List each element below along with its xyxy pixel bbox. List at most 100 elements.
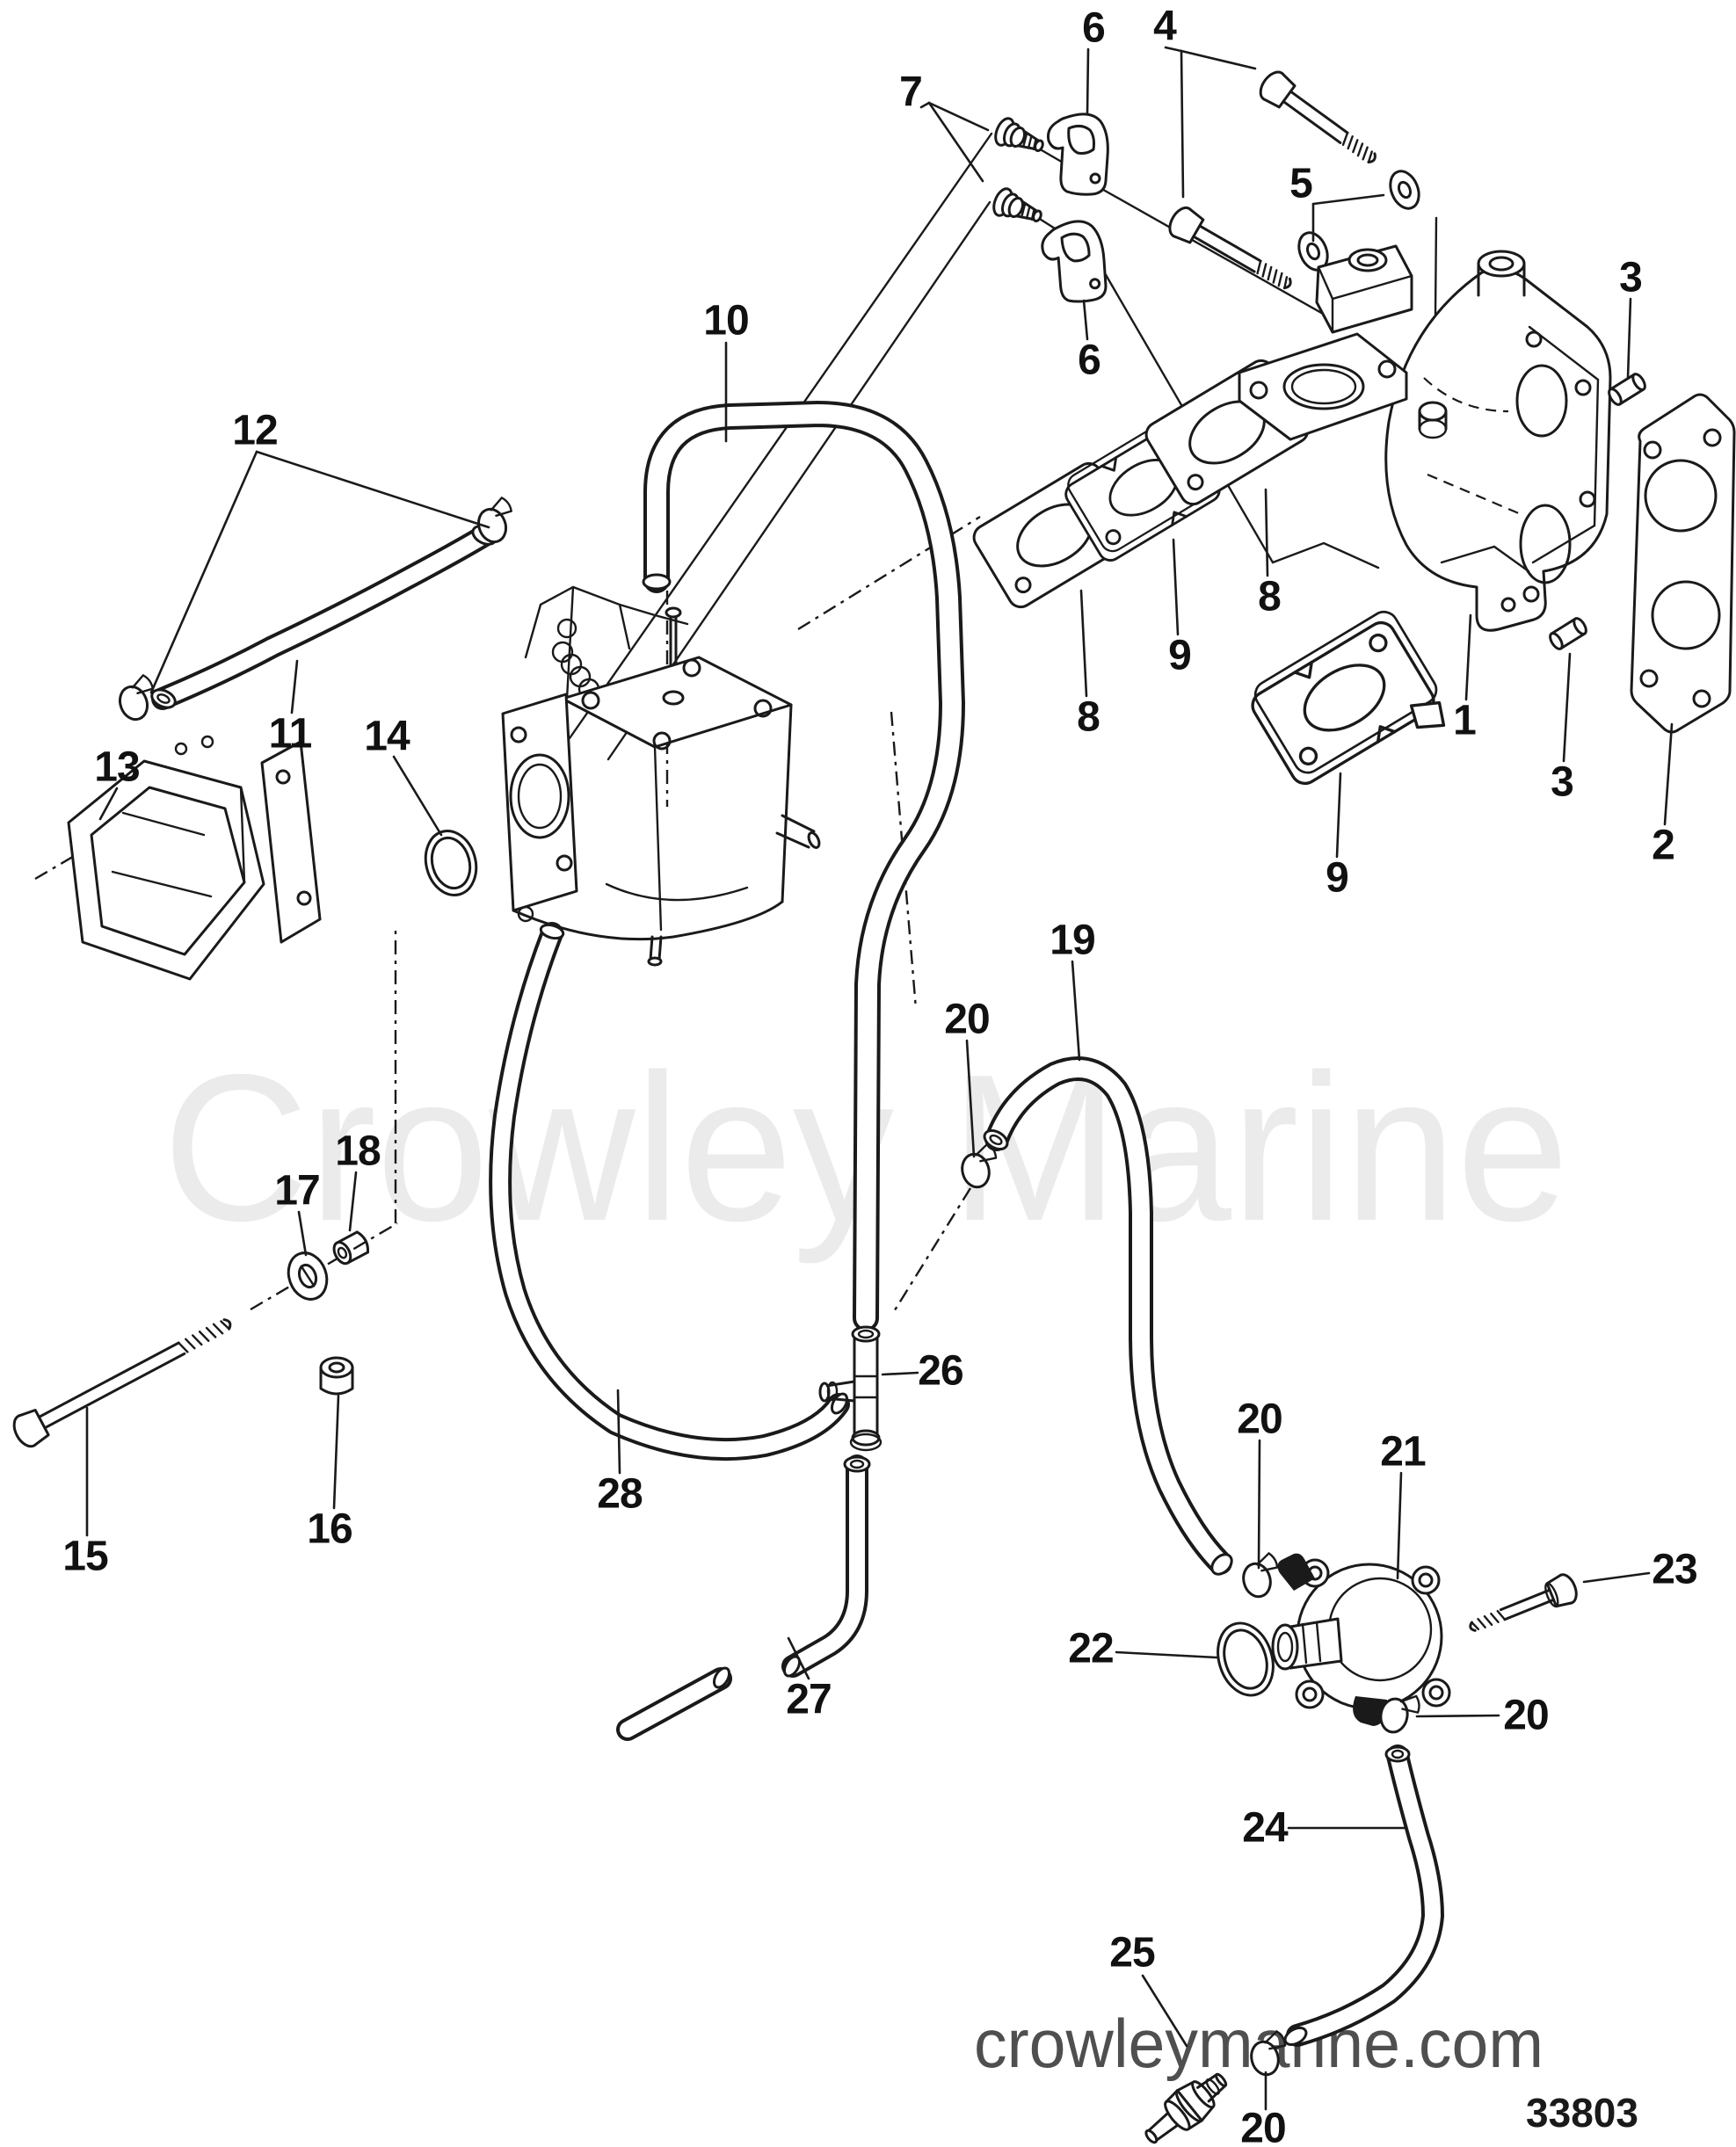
callout-number: 22 [1068,1626,1113,1672]
callout-number: 19 [1050,918,1094,964]
callout-number: 3 [1619,255,1642,301]
dowel-pin-3a [1608,373,1646,406]
callout-6: 6 [1078,299,1101,384]
callout-leader [1464,613,1472,701]
callout-20: 20 [1415,1693,1550,1739]
callout-number: 1 [1453,698,1476,744]
callout-24: 24 [1242,1805,1408,1852]
pump-bolt-23 [1469,1573,1578,1632]
tee-fitting-26 [818,1325,883,1452]
callout-leader [1115,1650,1218,1659]
callout-number: 18 [335,1128,381,1175]
callout-14: 14 [364,714,443,837]
callout-16: 16 [307,1394,353,1553]
callout-number: 3 [1551,759,1573,806]
hose-clip-6b [1041,220,1108,303]
callout-28: 28 [597,1389,643,1518]
callout-9: 9 [1168,538,1192,679]
callout-leader [1082,299,1089,341]
intake-manifold [1238,244,1612,632]
callout-8: 8 [1077,589,1100,741]
callout-19: 19 [1050,918,1096,1062]
callout-4: 4 [1153,4,1257,199]
hose-clamp-20c [1379,1694,1420,1734]
manifold-gasket-2 [1630,393,1736,734]
callout-number: 9 [1326,855,1348,902]
callout-22: 22 [1068,1626,1218,1672]
callout-25: 25 [1109,1930,1188,2048]
callout-leader [332,1394,340,1510]
callout-number: 9 [1168,633,1191,679]
fuel-hose-11 [150,525,498,710]
callout-layer: 1233456678899101112131415161718192020202… [62,4,1698,2147]
callout-number: 8 [1077,694,1100,741]
callout-leader [290,659,299,714]
hose-clamp-20a [961,1142,998,1189]
mount-bolt-15 [12,1318,232,1448]
callout-number: 23 [1652,1547,1696,1593]
callout-leader [1180,49,1257,70]
callout-11: 11 [269,659,313,758]
callout-leader [1257,1439,1261,1570]
callout-leader [965,1039,976,1158]
callout-27: 27 [786,1636,832,1723]
callout-6: 6 [1082,5,1106,116]
callout-number: 2 [1652,823,1674,869]
callout-leader [1180,49,1185,199]
spacer-18 [332,1230,369,1266]
callout-leader [1582,1571,1651,1584]
callout-leader [1264,488,1269,577]
washer-17 [287,1251,329,1301]
vent-hose-10 [642,401,965,1331]
callout-leader [1335,772,1342,859]
hose-clamp-20b [1242,1552,1279,1599]
callout-23: 23 [1582,1547,1698,1593]
callout-1: 1 [1453,613,1477,744]
callout-number: 20 [944,997,989,1043]
bolt-4b [1168,206,1292,290]
callout-number: 4 [1153,4,1177,50]
callout-number: 10 [703,298,748,345]
callout-number: 11 [269,711,312,758]
bolt-4a [1259,70,1376,164]
callout-leader [1086,47,1090,116]
callout-3: 3 [1619,255,1643,380]
hose-clip-6a [1047,112,1109,196]
callout-leader [297,1210,308,1257]
callout-number: 8 [1258,574,1281,620]
fuel-hose-24 [1283,1744,1444,2047]
callout-number: 16 [307,1506,352,1553]
callout-number: 13 [94,744,139,791]
dowel-pin-3b [1549,617,1587,650]
callout-leader [616,1389,621,1475]
callout-leader [1415,1714,1500,1718]
callout-10: 10 [703,298,750,443]
callout-leader [149,450,258,694]
callout-number: 17 [274,1168,319,1215]
callout-number: 27 [786,1677,831,1723]
callout-leader [392,755,443,837]
callout-leader [1663,722,1674,826]
callout-20: 20 [944,997,991,1158]
callout-20: 20 [1237,1396,1283,1570]
drain-hose-27 [616,1454,871,1741]
callout-leader [1164,46,1183,53]
callout-number: 6 [1078,337,1100,384]
callout-leader [255,450,490,529]
hose-clamp-12b [476,497,512,544]
fitting-7b [992,187,1042,222]
callout-number: 26 [918,1348,962,1395]
fitting-7a [994,117,1044,152]
callout-leader [881,1371,919,1376]
callout-leader [1079,589,1088,698]
callout-leader [1172,538,1180,636]
callout-leader [1626,297,1632,380]
callout-number: 12 [232,408,277,454]
parts-layer [12,70,1736,2144]
callout-5: 5 [1289,161,1385,243]
o-ring-22 [1217,1621,1275,1697]
carburetor [501,585,821,967]
callout-7: 7 [899,69,990,183]
callout-leader [927,101,990,132]
